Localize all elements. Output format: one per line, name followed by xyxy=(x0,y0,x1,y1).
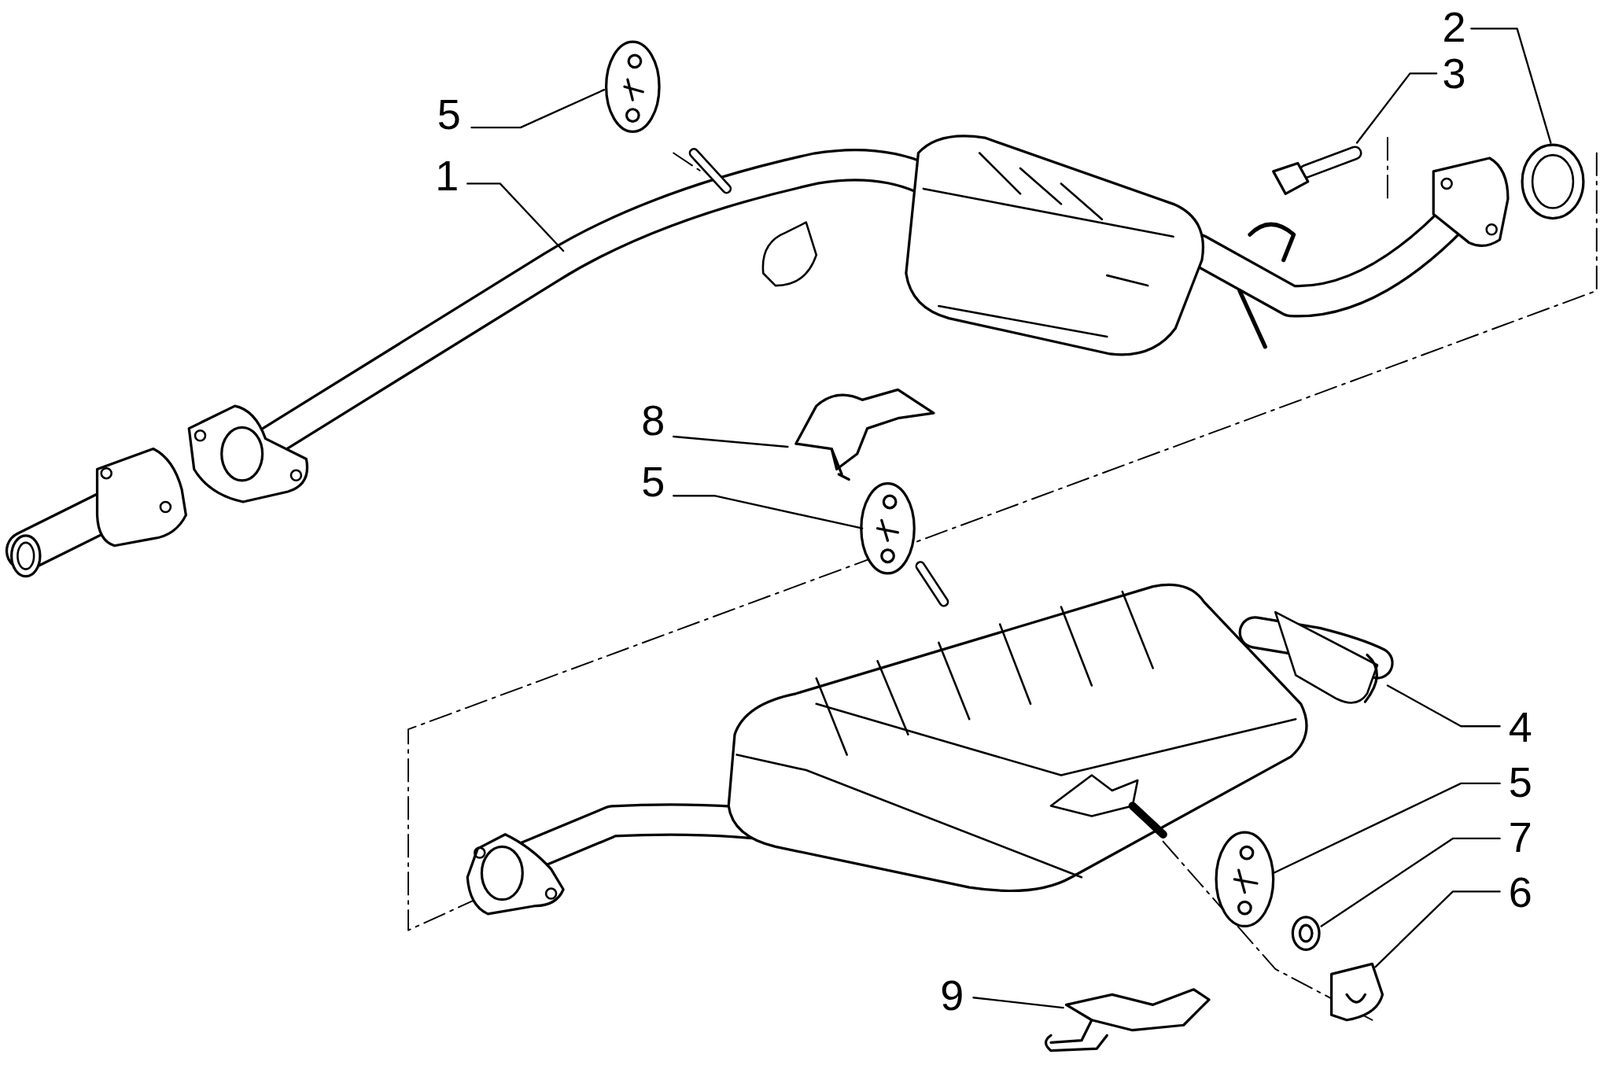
bolt xyxy=(1273,153,1356,195)
callout-number: 5 xyxy=(1506,760,1535,804)
callout-number: 5 xyxy=(638,460,668,503)
rear-silencer xyxy=(467,566,1378,915)
bracket xyxy=(796,389,934,480)
callout-number: 4 xyxy=(1506,705,1535,749)
gasket xyxy=(1522,144,1584,218)
leader-line xyxy=(467,28,1551,1008)
inlet-pipe xyxy=(11,449,187,577)
bracket xyxy=(1046,989,1210,1051)
washer-clip xyxy=(1292,917,1383,1021)
front-pipe-silencer xyxy=(188,136,1508,502)
callout-number: 6 xyxy=(1506,870,1535,914)
callout-number: 1 xyxy=(432,154,461,197)
callout-number: 3 xyxy=(1439,51,1468,95)
callout-number: 5 xyxy=(435,92,464,136)
callout-number: 9 xyxy=(937,973,966,1017)
callout-number: 2 xyxy=(1439,5,1468,48)
callout-number: 7 xyxy=(1506,815,1535,859)
callout-number: 8 xyxy=(638,398,668,442)
